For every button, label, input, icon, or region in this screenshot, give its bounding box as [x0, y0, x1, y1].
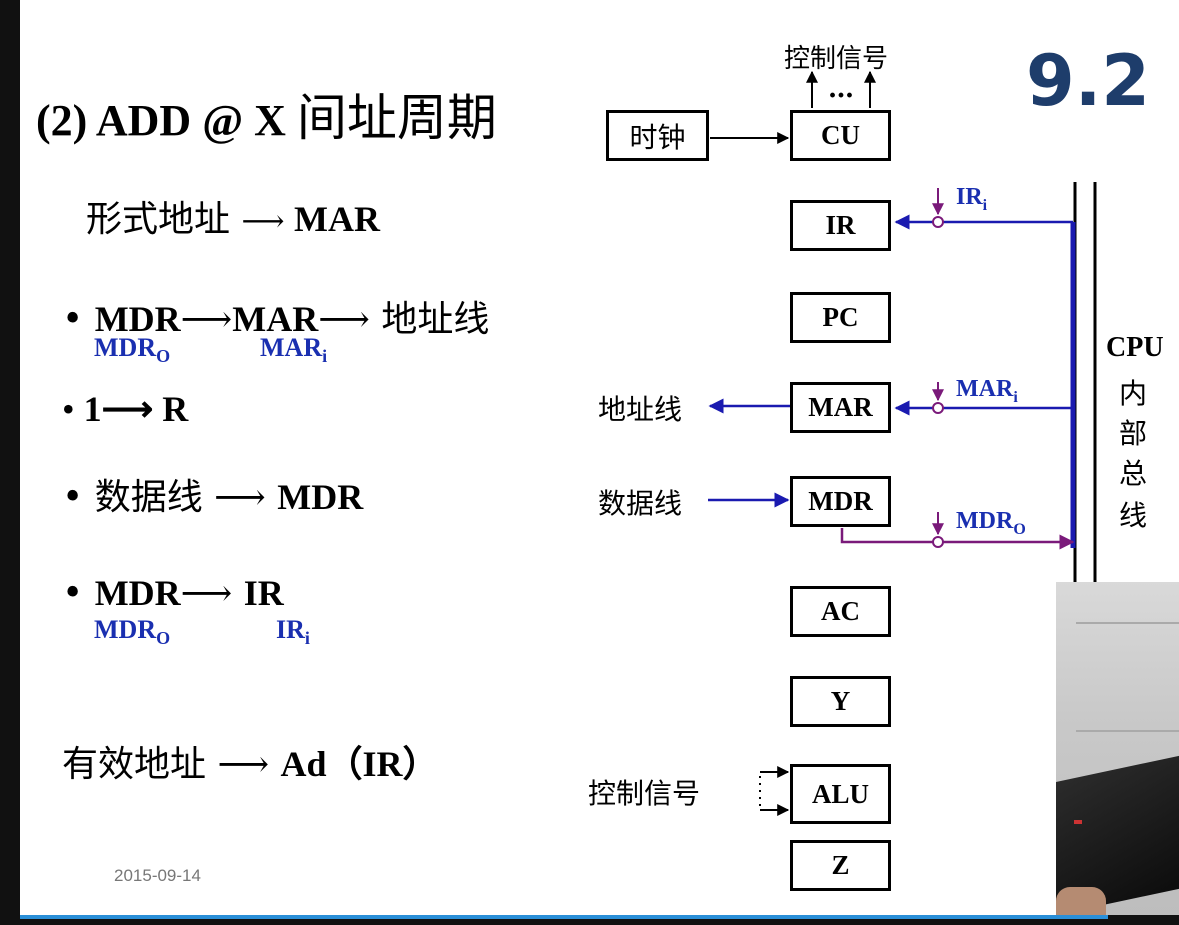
- register-z: Z: [790, 840, 891, 891]
- register-mdr: MDR: [790, 476, 891, 527]
- register-pc: PC: [790, 292, 891, 343]
- video-wall-seam: [1076, 622, 1179, 624]
- video-wall-seam: [1076, 730, 1179, 732]
- step-1-signal-mdro: MDRO: [94, 333, 171, 367]
- arrow-icon: ⟶: [180, 299, 233, 340]
- arrow-icon: ⟶: [214, 477, 278, 518]
- clock-box: 时钟: [606, 110, 709, 161]
- slide-title: (2) ADD @ X 间址周期: [36, 78, 497, 150]
- step-4-signal-mdro: MDRO: [94, 615, 171, 649]
- presenter-video-thumbnail: [1056, 582, 1179, 915]
- mdr-to-bus-path: [840, 528, 1075, 550]
- signal-mari: MARi: [956, 376, 1018, 406]
- step-1: • MDR⟶MAR⟶ 地址线: [62, 299, 490, 340]
- mari-gate: [932, 402, 944, 414]
- title-prefix: (2) ADD @ X: [36, 96, 286, 145]
- slide: (2) ADD @ X 间址周期 9.2 形式地址 ⟶ MAR • MDR⟶MA…: [20, 0, 1179, 915]
- progress-bar: [20, 915, 1108, 919]
- title-cn: 间址周期: [296, 89, 497, 147]
- step-2: • 1⟶ R: [62, 389, 189, 429]
- datapath-diagram: [708, 70, 1097, 816]
- register-ac: AC: [790, 586, 891, 637]
- data-line-label: 数据线: [598, 487, 683, 520]
- arrow-icon: ⟶: [217, 744, 281, 785]
- bus-label-char-3: 总: [1119, 457, 1148, 490]
- step-4-signal-iri: IRi: [276, 615, 310, 649]
- address-line-label: 地址线: [598, 393, 683, 426]
- section-number: 9.2: [1026, 40, 1151, 122]
- footer-date: 2015-09-14: [114, 866, 201, 885]
- step-4: • MDR⟶ IR: [62, 573, 284, 614]
- arrow-icon: ⟶: [101, 389, 163, 429]
- signal-iri: IRi: [956, 184, 988, 214]
- alu-control-signal-label: 控制信号: [588, 777, 701, 810]
- bus-label-char-4: 线: [1119, 499, 1148, 532]
- cu-signal-dots: …: [828, 74, 854, 104]
- step-1-signal-mari: MARi: [260, 333, 328, 367]
- mdro-gate: [932, 536, 944, 548]
- arrow-icon: ⟶: [180, 573, 244, 614]
- register-alu: ALU: [790, 764, 891, 824]
- register-ir: IR: [790, 200, 891, 251]
- bus-label-char-1: 内: [1119, 377, 1148, 410]
- arrow-icon: ⟶: [241, 204, 295, 239]
- register-mar: MAR: [790, 382, 891, 433]
- register-y: Y: [790, 676, 891, 727]
- bus-label-char-2: 部: [1119, 417, 1148, 450]
- step-formal-address: 形式地址 ⟶ MAR: [86, 199, 380, 240]
- step-3: • 数据线 ⟶ MDR: [62, 477, 364, 518]
- step-effective-address: 有效地址 ⟶ Ad（IR）: [62, 744, 439, 785]
- arrow-icon: ⟶: [318, 299, 382, 340]
- register-cu: CU: [790, 110, 891, 161]
- video-laptop-led: [1074, 820, 1082, 824]
- iri-gate: [932, 216, 944, 228]
- bus-label-cpu: CPU: [1106, 332, 1164, 363]
- video-hand: [1056, 887, 1106, 915]
- top-control-signal-label: 控制信号: [784, 44, 889, 74]
- signal-mdro: MDRO: [956, 508, 1026, 538]
